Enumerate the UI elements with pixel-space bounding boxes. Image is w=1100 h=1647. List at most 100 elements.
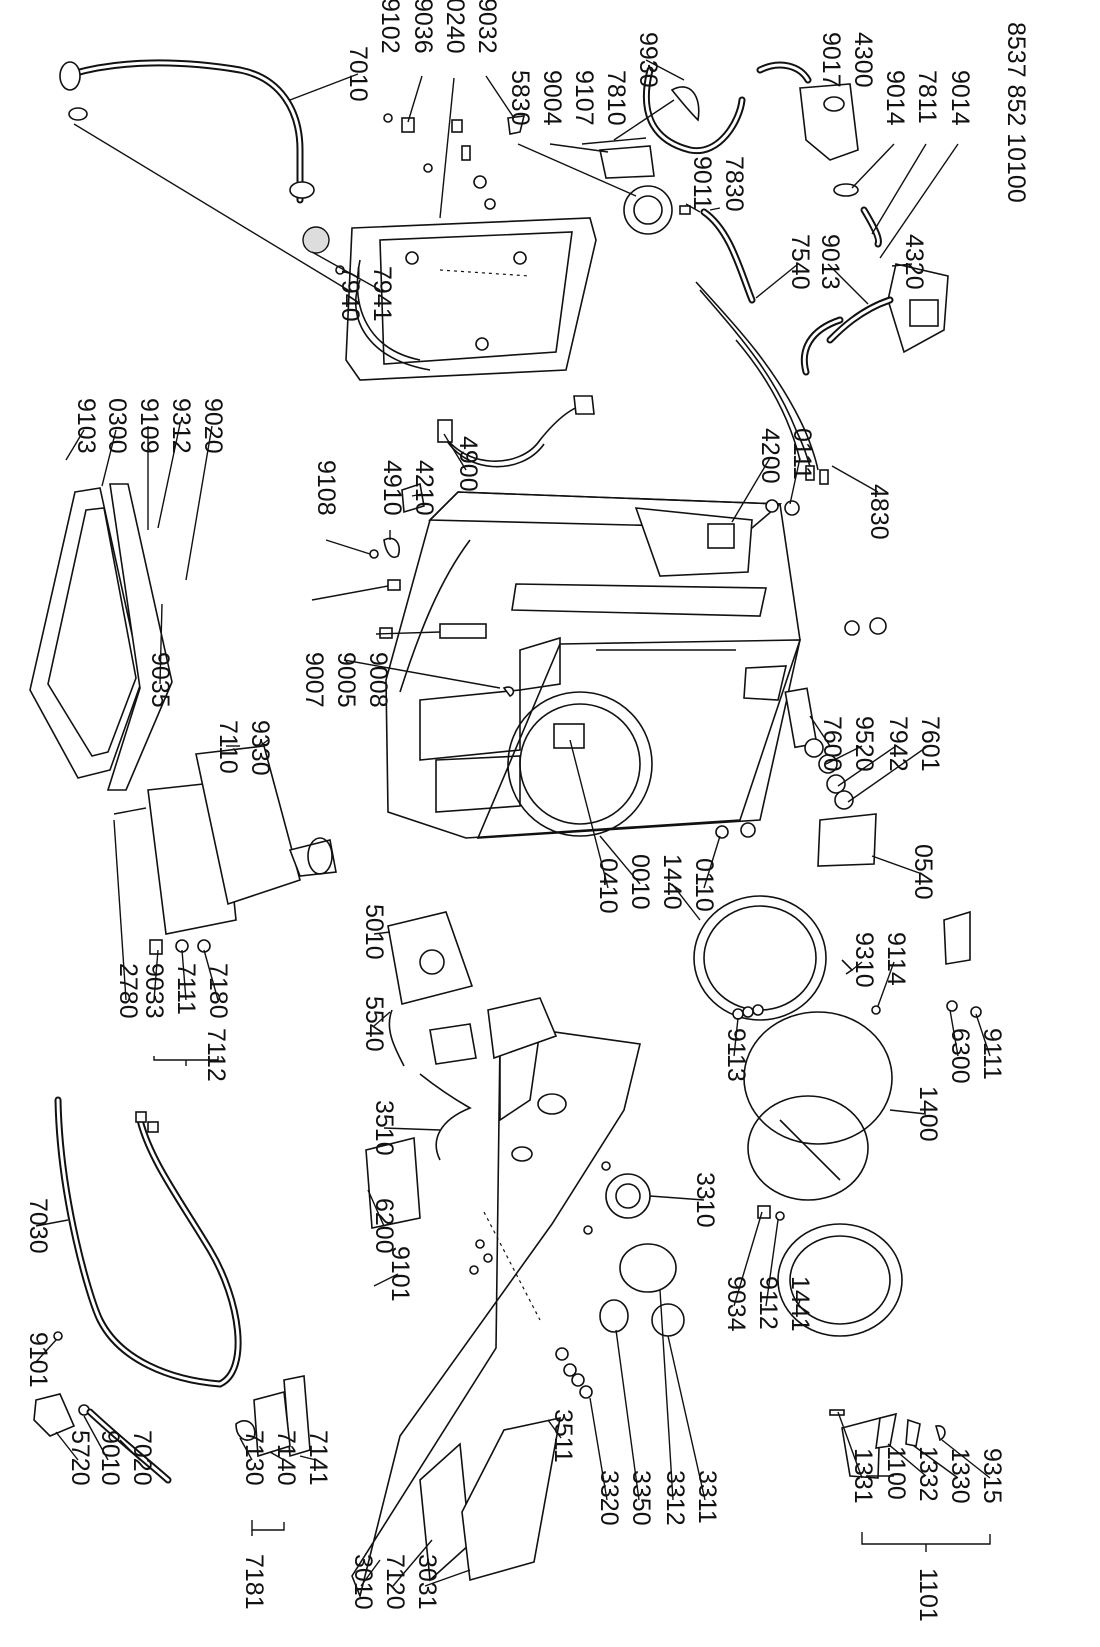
part-label-p5720: 5720 bbox=[66, 1430, 94, 1486]
door-rings bbox=[693, 895, 903, 1337]
part-label-p9011: 9011 bbox=[688, 156, 716, 210]
part-label-p0540: 0540 bbox=[909, 844, 937, 900]
part-label-p9020: 9020 bbox=[199, 398, 227, 454]
part-label-p5830: 5830 bbox=[506, 70, 534, 126]
part-label-p1440: 1440 bbox=[658, 854, 686, 910]
pressure-switch bbox=[599, 145, 756, 304]
part-label-p7810: 7810 bbox=[602, 70, 630, 126]
part-label-p7110: 7110 bbox=[214, 720, 242, 774]
part-label-p9010: 9010 bbox=[96, 1430, 124, 1486]
part-label-p9112: 9112 bbox=[754, 1276, 782, 1330]
part-label-p7020: 7020 bbox=[128, 1430, 156, 1486]
drain-pump bbox=[756, 61, 882, 248]
part-label-p7181: 7181 bbox=[240, 1554, 268, 1610]
part-label-p3510: 3510 bbox=[370, 1100, 398, 1156]
document-number: 8537 852 10100 bbox=[1002, 22, 1030, 203]
part-label-p7180: 7180 bbox=[204, 963, 232, 1019]
part-label-p7940: 7940 bbox=[336, 266, 364, 322]
part-label-p1332: 1332 bbox=[914, 1446, 942, 1502]
part-label-p7601: 7601 bbox=[916, 716, 944, 772]
door-hinge bbox=[841, 910, 982, 1018]
part-label-p1100: 1100 bbox=[882, 1446, 910, 1500]
part-label-p7130: 7130 bbox=[240, 1430, 268, 1486]
part-label-p7830: 7830 bbox=[720, 156, 748, 212]
part-label-p7811: 7811 bbox=[913, 70, 941, 124]
feet-absorbers bbox=[715, 499, 887, 839]
part-label-p7112: 7112 bbox=[202, 1028, 230, 1082]
part-label-p3311: 3311 bbox=[693, 1470, 721, 1524]
part-label-p7941: 7941 bbox=[368, 266, 396, 322]
part-label-p7540: 7540 bbox=[786, 234, 814, 290]
part-label-p1101: 1101 bbox=[914, 1568, 942, 1622]
part-label-p4320: 4320 bbox=[900, 234, 928, 290]
part-label-p1331: 1331 bbox=[849, 1448, 877, 1504]
part-label-p4830: 4830 bbox=[865, 484, 893, 540]
part-label-p7600: 7600 bbox=[818, 716, 846, 772]
part-label-p9007: 9007 bbox=[300, 652, 328, 708]
door-handle-parts bbox=[757, 1205, 946, 1479]
part-label-p7141: 7141 bbox=[304, 1430, 332, 1486]
drain-hose-long bbox=[54, 1096, 242, 1388]
dispenser-drawer-parts bbox=[235, 1375, 311, 1458]
cabinet bbox=[385, 491, 802, 839]
part-label-p9035: 9035 bbox=[146, 652, 174, 708]
part-label-p0111: 0111 bbox=[788, 428, 816, 480]
part-label-p9036: 9036 bbox=[409, 0, 437, 54]
rear-frame bbox=[345, 217, 597, 381]
filter-door bbox=[817, 813, 877, 867]
part-label-p0410: 0410 bbox=[594, 858, 622, 914]
part-label-p2780: 2780 bbox=[114, 963, 142, 1019]
part-label-p9017: 9017 bbox=[817, 32, 845, 88]
part-label-p4900: 4900 bbox=[454, 436, 482, 492]
part-label-p4200: 4200 bbox=[756, 428, 784, 484]
part-label-p9520: 9520 bbox=[850, 716, 878, 772]
part-label-p9310: 9310 bbox=[850, 932, 878, 988]
part-label-p1330: 1330 bbox=[946, 1448, 974, 1504]
part-label-p0110: 0110 bbox=[690, 858, 718, 912]
inlet-hose bbox=[59, 59, 330, 254]
sump-outlet bbox=[800, 263, 949, 376]
part-label-p9102: 9102 bbox=[376, 0, 404, 54]
part-label-p9101a: 9101 bbox=[386, 1246, 414, 1302]
detergent-dispenser bbox=[113, 745, 337, 955]
parts-drawing bbox=[29, 59, 982, 1599]
door-screws bbox=[732, 1004, 764, 1020]
part-label-p9005: 9005 bbox=[332, 652, 360, 708]
part-label-p5010: 5010 bbox=[360, 904, 388, 960]
part-label-p9315: 9315 bbox=[978, 1448, 1006, 1504]
top-lid-panel bbox=[29, 483, 173, 791]
part-label-p3350: 3350 bbox=[627, 1470, 655, 1526]
part-label-p9008: 9008 bbox=[364, 652, 392, 708]
part-label-p3031: 3031 bbox=[413, 1554, 441, 1610]
part-label-p3312: 3312 bbox=[661, 1470, 689, 1526]
part-label-p1441: 1441 bbox=[786, 1276, 814, 1332]
drain-hose-top bbox=[642, 66, 746, 155]
mains-filter bbox=[388, 1009, 477, 1161]
part-label-p7140: 7140 bbox=[272, 1430, 300, 1486]
part-label-p3120: 7120 bbox=[381, 1554, 409, 1610]
part-label-p5540: 5540 bbox=[360, 996, 388, 1052]
part-label-p0300: 0300 bbox=[103, 398, 131, 454]
switch-block bbox=[365, 1136, 421, 1229]
part-label-p9330: 9330 bbox=[246, 720, 274, 776]
control-panel bbox=[351, 997, 641, 1599]
part-label-p9312: 9312 bbox=[167, 398, 195, 454]
part-label-p9014a: 9014 bbox=[881, 70, 909, 126]
part-label-p9109: 9109 bbox=[135, 398, 163, 454]
part-label-p0240: 0240 bbox=[441, 0, 469, 54]
part-label-p9113: 9113 bbox=[722, 1028, 750, 1082]
part-label-p6300: 6300 bbox=[946, 1028, 974, 1084]
part-label-p3511: 3511 bbox=[549, 1409, 577, 1463]
part-label-p9014b: 9014 bbox=[946, 70, 974, 126]
part-label-p7030: 7030 bbox=[24, 1198, 52, 1254]
wiring-harness bbox=[695, 281, 829, 485]
part-label-p7942: 7942 bbox=[884, 716, 912, 772]
part-label-p3310: 3310 bbox=[691, 1172, 719, 1228]
part-label-p9107: 9107 bbox=[570, 70, 598, 126]
part-label-p9103: 9103 bbox=[72, 398, 100, 454]
part-label-p9101b: 9101 bbox=[24, 1332, 52, 1388]
programme-timer bbox=[387, 911, 474, 1005]
part-label-p9004: 9004 bbox=[538, 70, 566, 126]
